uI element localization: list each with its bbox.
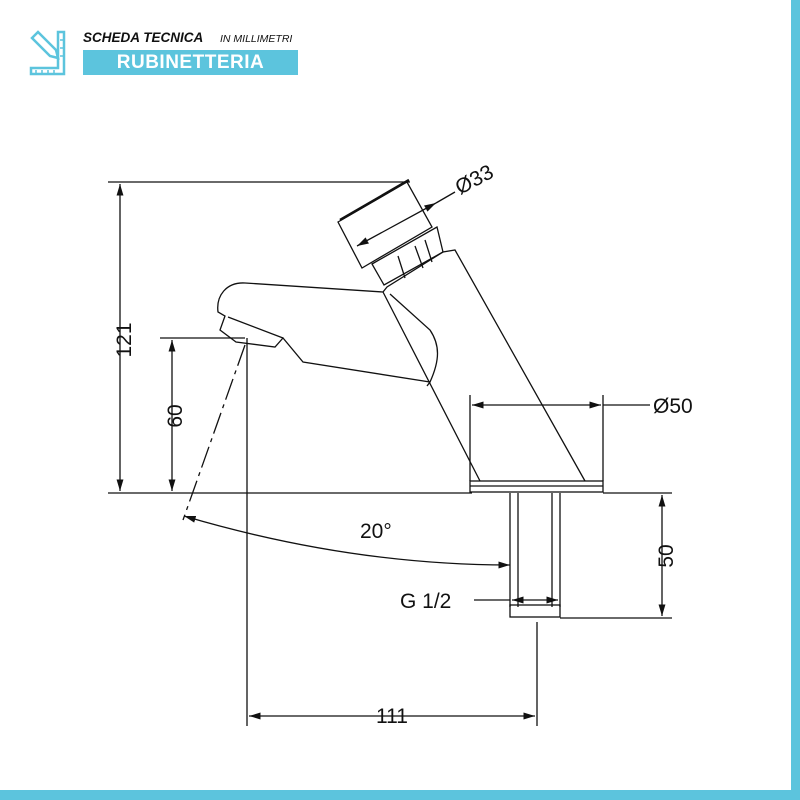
ext-shank (560, 492, 672, 619)
dim-knob-dia (356, 202, 437, 247)
body (382, 249, 586, 482)
label-angle: 20° (360, 520, 392, 543)
dim-angle (183, 515, 511, 569)
label-111: 111 (376, 705, 408, 728)
ext-base-dia (469, 395, 604, 481)
shank (509, 493, 561, 607)
ext-reach (246, 338, 538, 726)
border-right (791, 0, 800, 800)
spout (217, 282, 439, 383)
category-banner: RUBINETTERIA (83, 50, 298, 75)
label-121: 121 (113, 322, 136, 357)
label-60: 60 (164, 404, 187, 427)
header-title: SCHEDA TECNICA (83, 30, 204, 45)
label-knob-dia: Ø33 (452, 160, 498, 199)
label-50: 50 (655, 544, 678, 567)
border-bottom (0, 790, 800, 800)
axis-line (182, 344, 246, 521)
pencil-ruler-icon (29, 30, 66, 76)
thread (509, 604, 561, 618)
label-base-dia: Ø50 (653, 395, 693, 418)
label-thread: G 1/2 (400, 590, 451, 613)
header-subtitle: IN MILLIMETRI (220, 33, 293, 45)
